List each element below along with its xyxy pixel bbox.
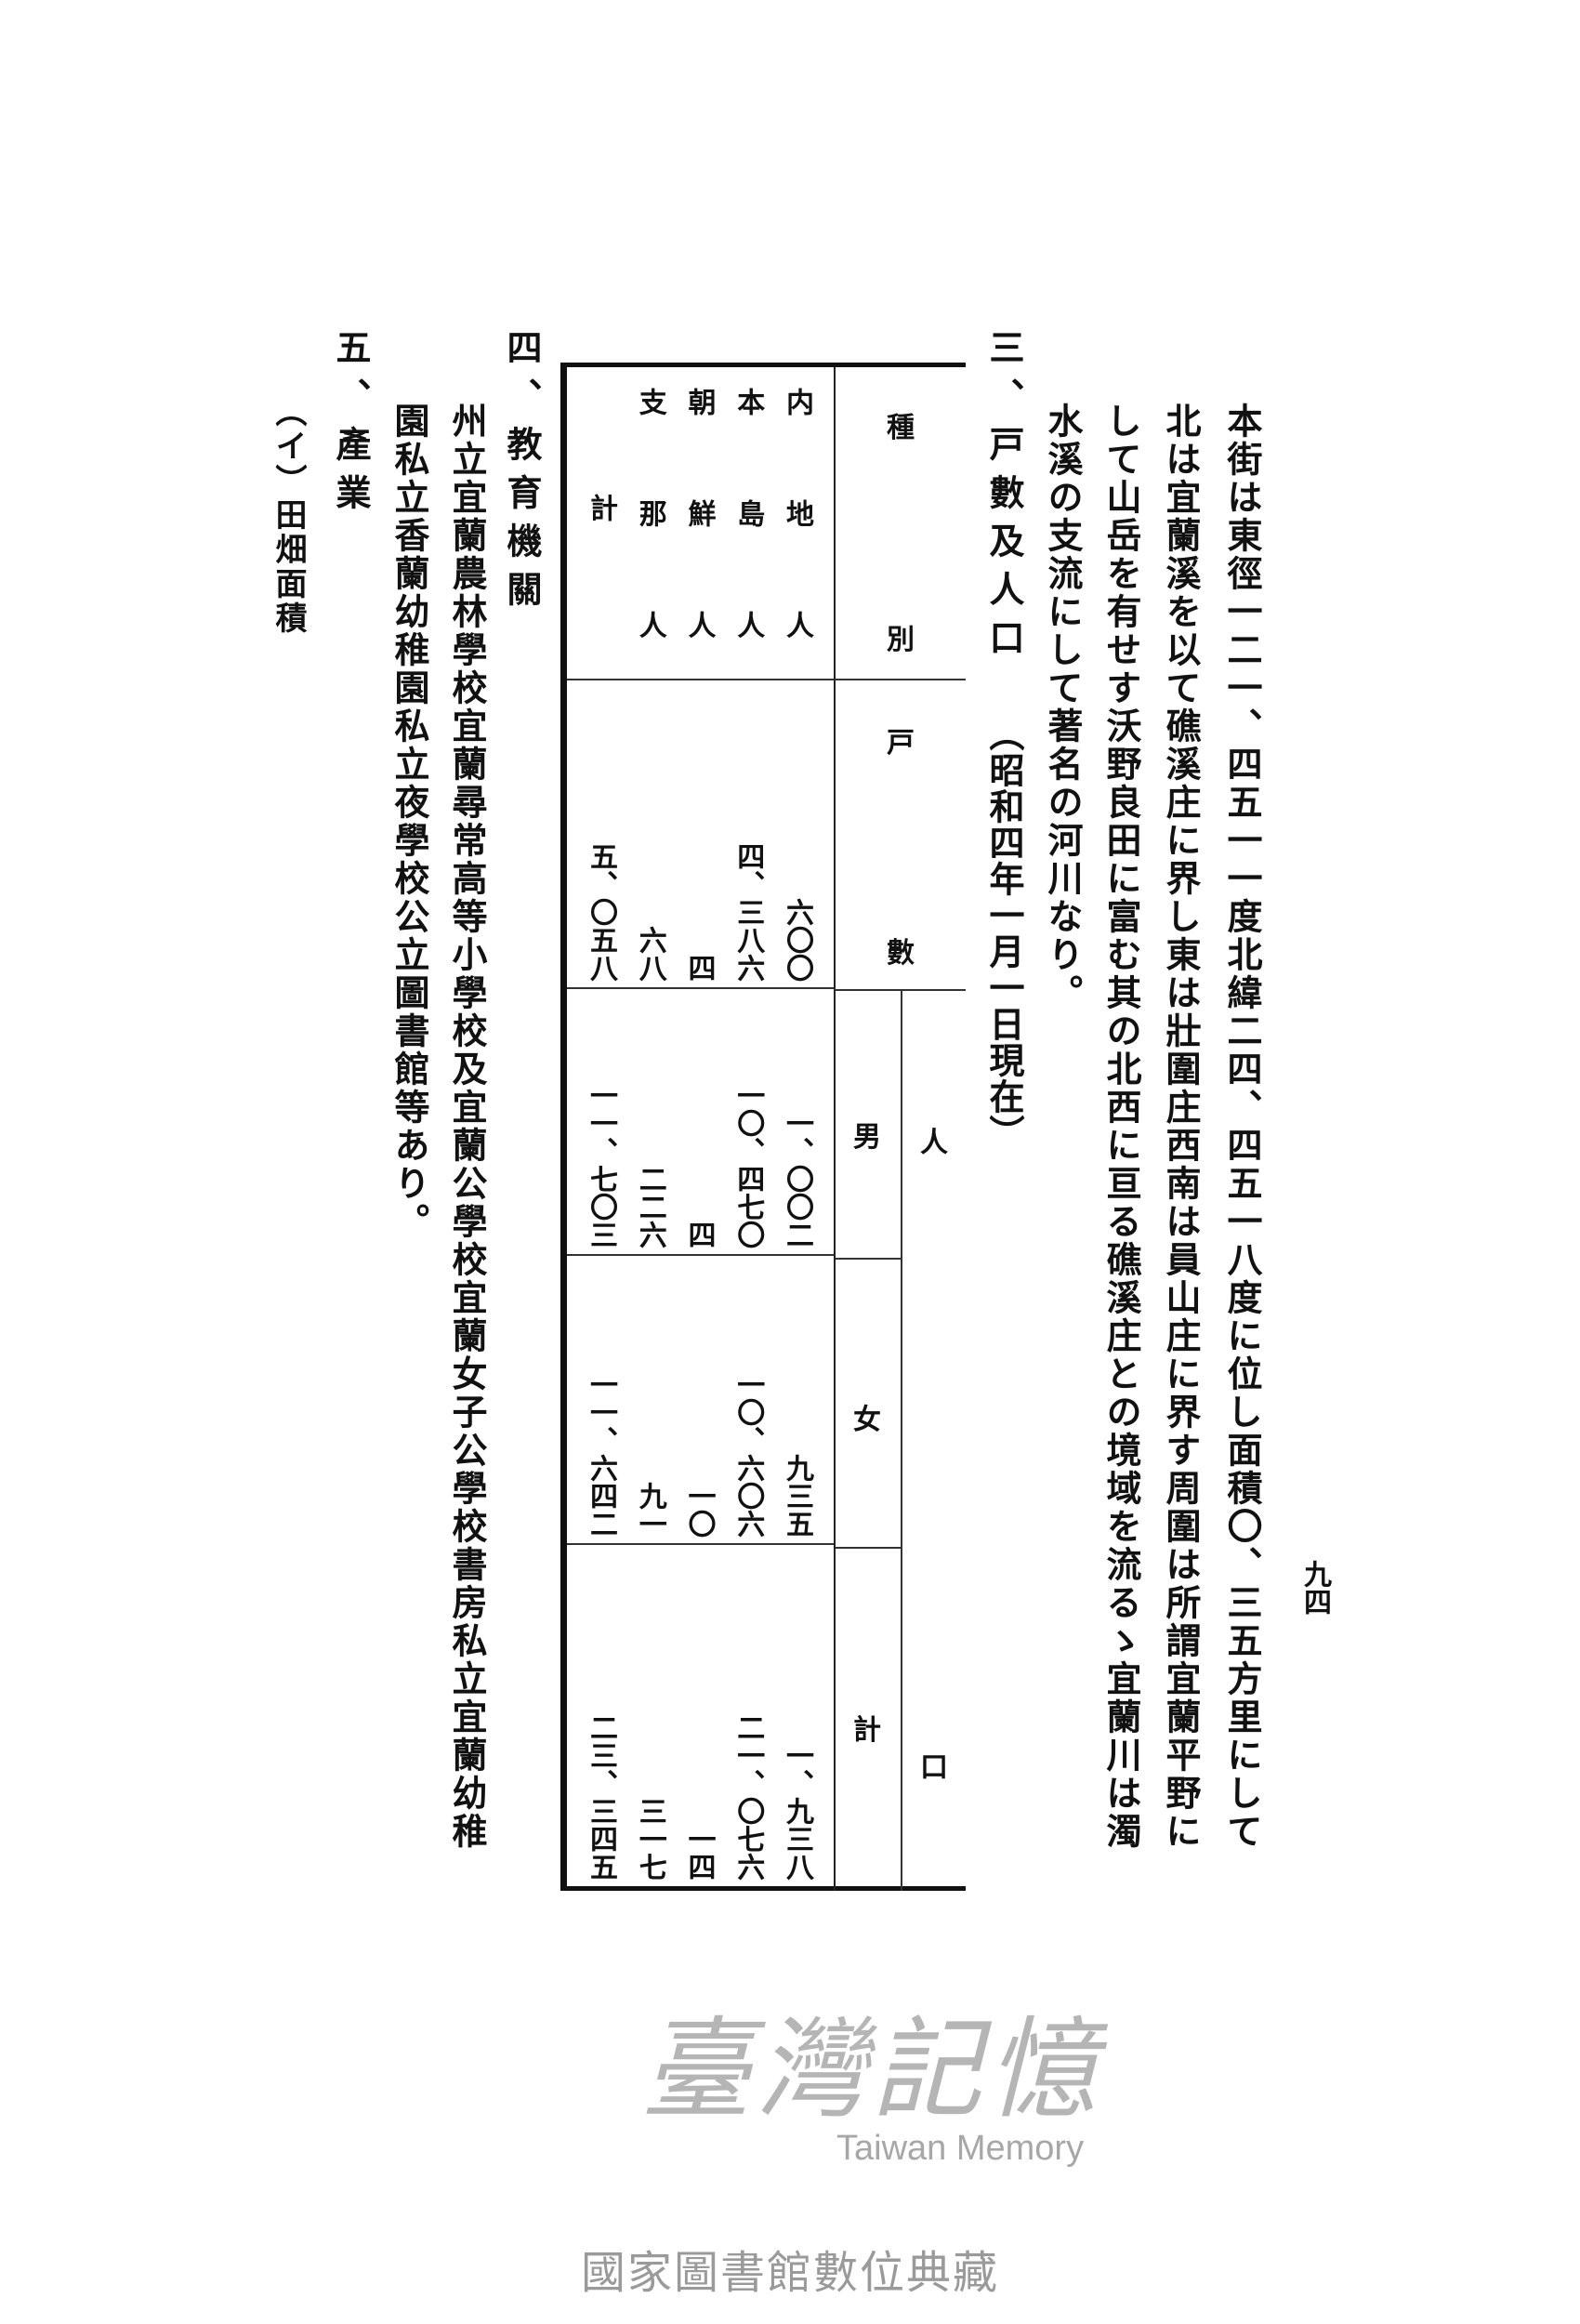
female-cell: 九三五 [776, 1256, 817, 1538]
households-value: 五、〇五八 [585, 842, 617, 982]
male-value: 一〇、四七〇 [731, 1081, 765, 1248]
total-value: 二一、〇七六 [731, 1713, 765, 1881]
body-line-4: 水溪の支流にして著名の河川なり。 [1042, 403, 1084, 1012]
section4-line-1: 州立宜蘭農林學校宜蘭尋常高等小學校及宜蘭公學校宜蘭女子公學校書房私立宜蘭幼稚 [446, 403, 488, 1851]
total-value: 二三、三四五 [585, 1713, 617, 1881]
footer-credit: 國家圖書館數位典藏 [580, 2249, 999, 2298]
total-cell: 二三、三四五 [580, 1545, 621, 1881]
watermark-text: Taiwan Memory [836, 2129, 1085, 2168]
female-cell: 一一、六四二 [580, 1256, 621, 1538]
male-value: 一、〇〇二 [781, 1109, 813, 1248]
category-label-cell: 支那人 [629, 388, 670, 722]
category-label-cell: 朝鮮人 [678, 388, 719, 722]
total-cell: 三一七 [629, 1545, 670, 1881]
households-cell: 四、三八六 [727, 680, 768, 982]
female-cell: 一〇 [678, 1256, 719, 1538]
section5-subheading: （イ）田畑面積 [270, 395, 307, 636]
population-table: 種 別 戸 數 人 口 男 女 計 内地人 本島人 朝鮮人 支那人 計 六〇〇四… [560, 363, 966, 1891]
section4-line-2: 園私立香蘭幼稚園私立夜學校公立圖書館等あり。 [388, 403, 430, 1241]
section4-title: 四、教育機關 [501, 329, 543, 619]
male-cell: 四 [678, 989, 719, 1248]
female-value: 一〇 [682, 1482, 716, 1538]
total-value: 一、九三八 [781, 1741, 813, 1881]
female-cell: 九一 [629, 1256, 670, 1538]
watermark-logo: 臺灣記憶 [641, 2005, 1103, 2133]
category-labels-row: 内地人 本島人 朝鮮人 支那人 計 [567, 367, 834, 722]
male-cell: 二二六 [629, 989, 670, 1248]
header-population-1: 人 [920, 1127, 948, 1159]
households-cell: 六八 [629, 680, 670, 982]
header-total: 計 [853, 1714, 881, 1747]
households-value: 四、三八六 [731, 842, 765, 982]
female-row: 九三五一〇、六〇六一〇九一一一、六四二 [567, 1256, 834, 1545]
total-cell: 二一、〇七六 [727, 1545, 768, 1881]
male-value: 二二六 [633, 1165, 666, 1248]
header-households-2: 數 [887, 937, 915, 970]
category-label-cell: 内地人 [776, 388, 817, 722]
section3-note: （昭和四年一月一日現在） [983, 716, 1025, 1151]
category-label-chosen: 朝鮮人 [682, 388, 716, 722]
male-cell: 一、〇〇二 [776, 989, 817, 1248]
male-value: 四 [682, 1221, 716, 1248]
category-label-naichi: 内地人 [781, 388, 813, 722]
households-cell: 四 [678, 680, 719, 982]
body-line-1: 本街は東徑一二一、四五一一度北緯二四、四五一八度に位し面積〇、三五方里にして [1221, 403, 1263, 1851]
header-population-2: 口 [920, 1751, 948, 1784]
divider [836, 1258, 902, 1260]
header-male: 男 [853, 1121, 881, 1154]
section3-title: 三、戸數及人口 [983, 329, 1025, 667]
total-cell: 一四 [678, 1545, 719, 1881]
population-divider [901, 991, 966, 1891]
header-households-cell: 戸 數 [834, 680, 966, 989]
header-category-2: 別 [887, 624, 915, 656]
female-value: 九一 [633, 1482, 666, 1538]
female-value: 九三五 [781, 1454, 813, 1538]
header-category-1: 種 [887, 412, 915, 444]
header-female: 女 [853, 1404, 881, 1436]
category-label-cell: 本島人 [727, 388, 768, 722]
header-households-1: 戸 [887, 727, 915, 759]
households-cell: 五、〇五八 [580, 680, 621, 982]
total-row: 一、九三八二一、〇七六一四三一七二三、三四五 [567, 1545, 834, 1886]
male-cell: 一一、七〇三 [580, 989, 621, 1248]
category-label-cell: 計 [580, 388, 621, 673]
body-line-3: して山岳を有せす沃野良田に富む其の北西に亘る礁溪庄との境域を流るゝ宜蘭川は濁 [1100, 403, 1142, 1851]
households-value: 四 [682, 954, 716, 982]
households-row: 六〇〇四、三八六四六八五、〇五八 [567, 680, 834, 989]
section5-title: 五、產業 [330, 329, 372, 522]
households-cell: 六〇〇 [776, 680, 817, 982]
category-label-hontou: 本島人 [731, 388, 765, 722]
total-value: 三一七 [633, 1797, 666, 1881]
households-value: 六八 [633, 926, 666, 982]
female-value: 一一、六四二 [585, 1370, 617, 1538]
female-value: 一〇、六〇六 [731, 1370, 765, 1538]
male-cell: 一〇、四七〇 [727, 989, 768, 1248]
total-value: 一四 [682, 1825, 716, 1881]
body-line-2: 北は宜蘭溪を以て礁溪庄に界し東は壯圍庄西南は員山庄に界す周圍は所謂宜蘭平野に [1160, 403, 1202, 1851]
header-population-cell: 人 口 男 女 計 [834, 989, 966, 1891]
category-label-total: 計 [585, 494, 617, 522]
households-value: 六〇〇 [781, 898, 813, 982]
page-number: 九四 [1298, 1560, 1331, 1616]
female-cell: 一〇、六〇六 [727, 1256, 768, 1538]
header-category-cell: 種 別 [834, 367, 966, 680]
category-label-shina: 支那人 [633, 388, 666, 722]
total-cell: 一、九三八 [776, 1545, 817, 1881]
divider [836, 1547, 902, 1549]
male-value: 一一、七〇三 [585, 1081, 617, 1248]
male-row: 一、〇〇二一〇、四七〇四二二六一一、七〇三 [567, 989, 834, 1256]
